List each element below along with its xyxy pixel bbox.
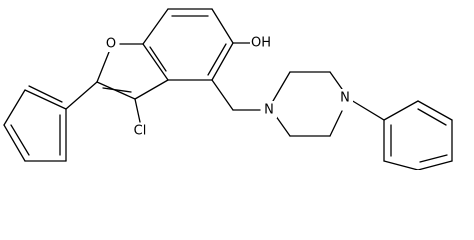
bond xyxy=(142,43,169,81)
atom-labels: O OH Cl N N xyxy=(103,35,353,139)
substituent-bonds xyxy=(211,42,261,111)
chlorine-atom-label: Cl xyxy=(134,124,147,139)
bond xyxy=(383,100,419,121)
bond xyxy=(329,71,343,90)
bond xyxy=(417,160,453,170)
bond xyxy=(24,89,67,110)
bond xyxy=(3,89,26,126)
benzofuran-benzene-ring xyxy=(142,8,234,81)
bond xyxy=(419,154,448,163)
chemical-structure-diagram: O OH Cl N N xyxy=(3,8,453,170)
bond xyxy=(149,46,167,72)
bond xyxy=(28,85,63,103)
bond xyxy=(102,87,132,93)
phenyl-ring-left xyxy=(3,81,98,162)
bond xyxy=(65,81,98,110)
bond xyxy=(96,51,110,83)
bond xyxy=(211,8,234,44)
piperazine-ring xyxy=(272,71,343,137)
hydroxyl-label: OH xyxy=(251,36,271,51)
bond xyxy=(10,124,30,156)
piperazine-nitrogen-1-label: N xyxy=(264,103,274,118)
bond xyxy=(211,79,234,111)
bond xyxy=(383,160,419,170)
bond xyxy=(350,99,385,121)
oxygen-atom-label: O xyxy=(106,37,116,52)
bond xyxy=(3,124,26,162)
bond xyxy=(329,110,343,137)
furan-ring xyxy=(96,43,169,100)
bond xyxy=(134,79,169,100)
phenyl-ring-right xyxy=(350,99,453,170)
piperazine-nitrogen-4-label: N xyxy=(340,91,350,106)
bond-c3-cl xyxy=(134,98,141,123)
bond xyxy=(417,100,453,121)
bond xyxy=(207,43,227,76)
bond xyxy=(142,8,169,45)
bond xyxy=(272,71,291,102)
bond xyxy=(211,42,234,81)
bond xyxy=(417,108,447,126)
